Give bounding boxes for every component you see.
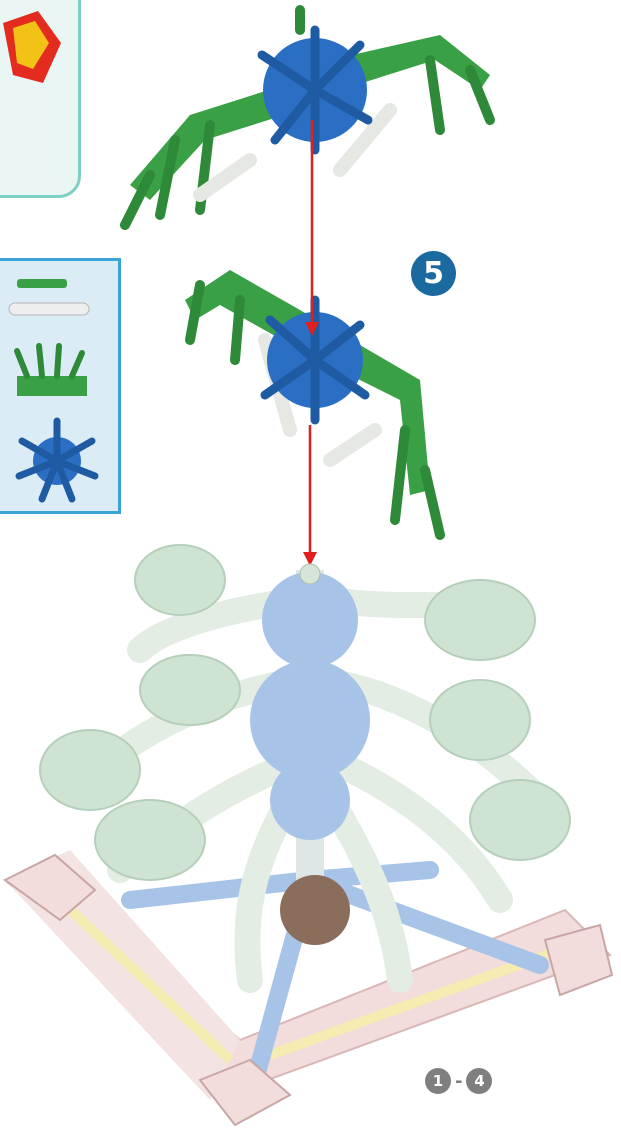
step-number-badge: 5 — [411, 251, 456, 296]
previous-steps-range: 1 - 4 — [425, 1068, 492, 1094]
range-start: 1 — [425, 1068, 451, 1094]
range-end: 4 — [466, 1068, 492, 1094]
top-subassembly — [125, 10, 490, 225]
range-separator: - — [455, 1071, 462, 1092]
base-structure — [5, 545, 612, 1125]
step-number: 5 — [423, 256, 444, 291]
